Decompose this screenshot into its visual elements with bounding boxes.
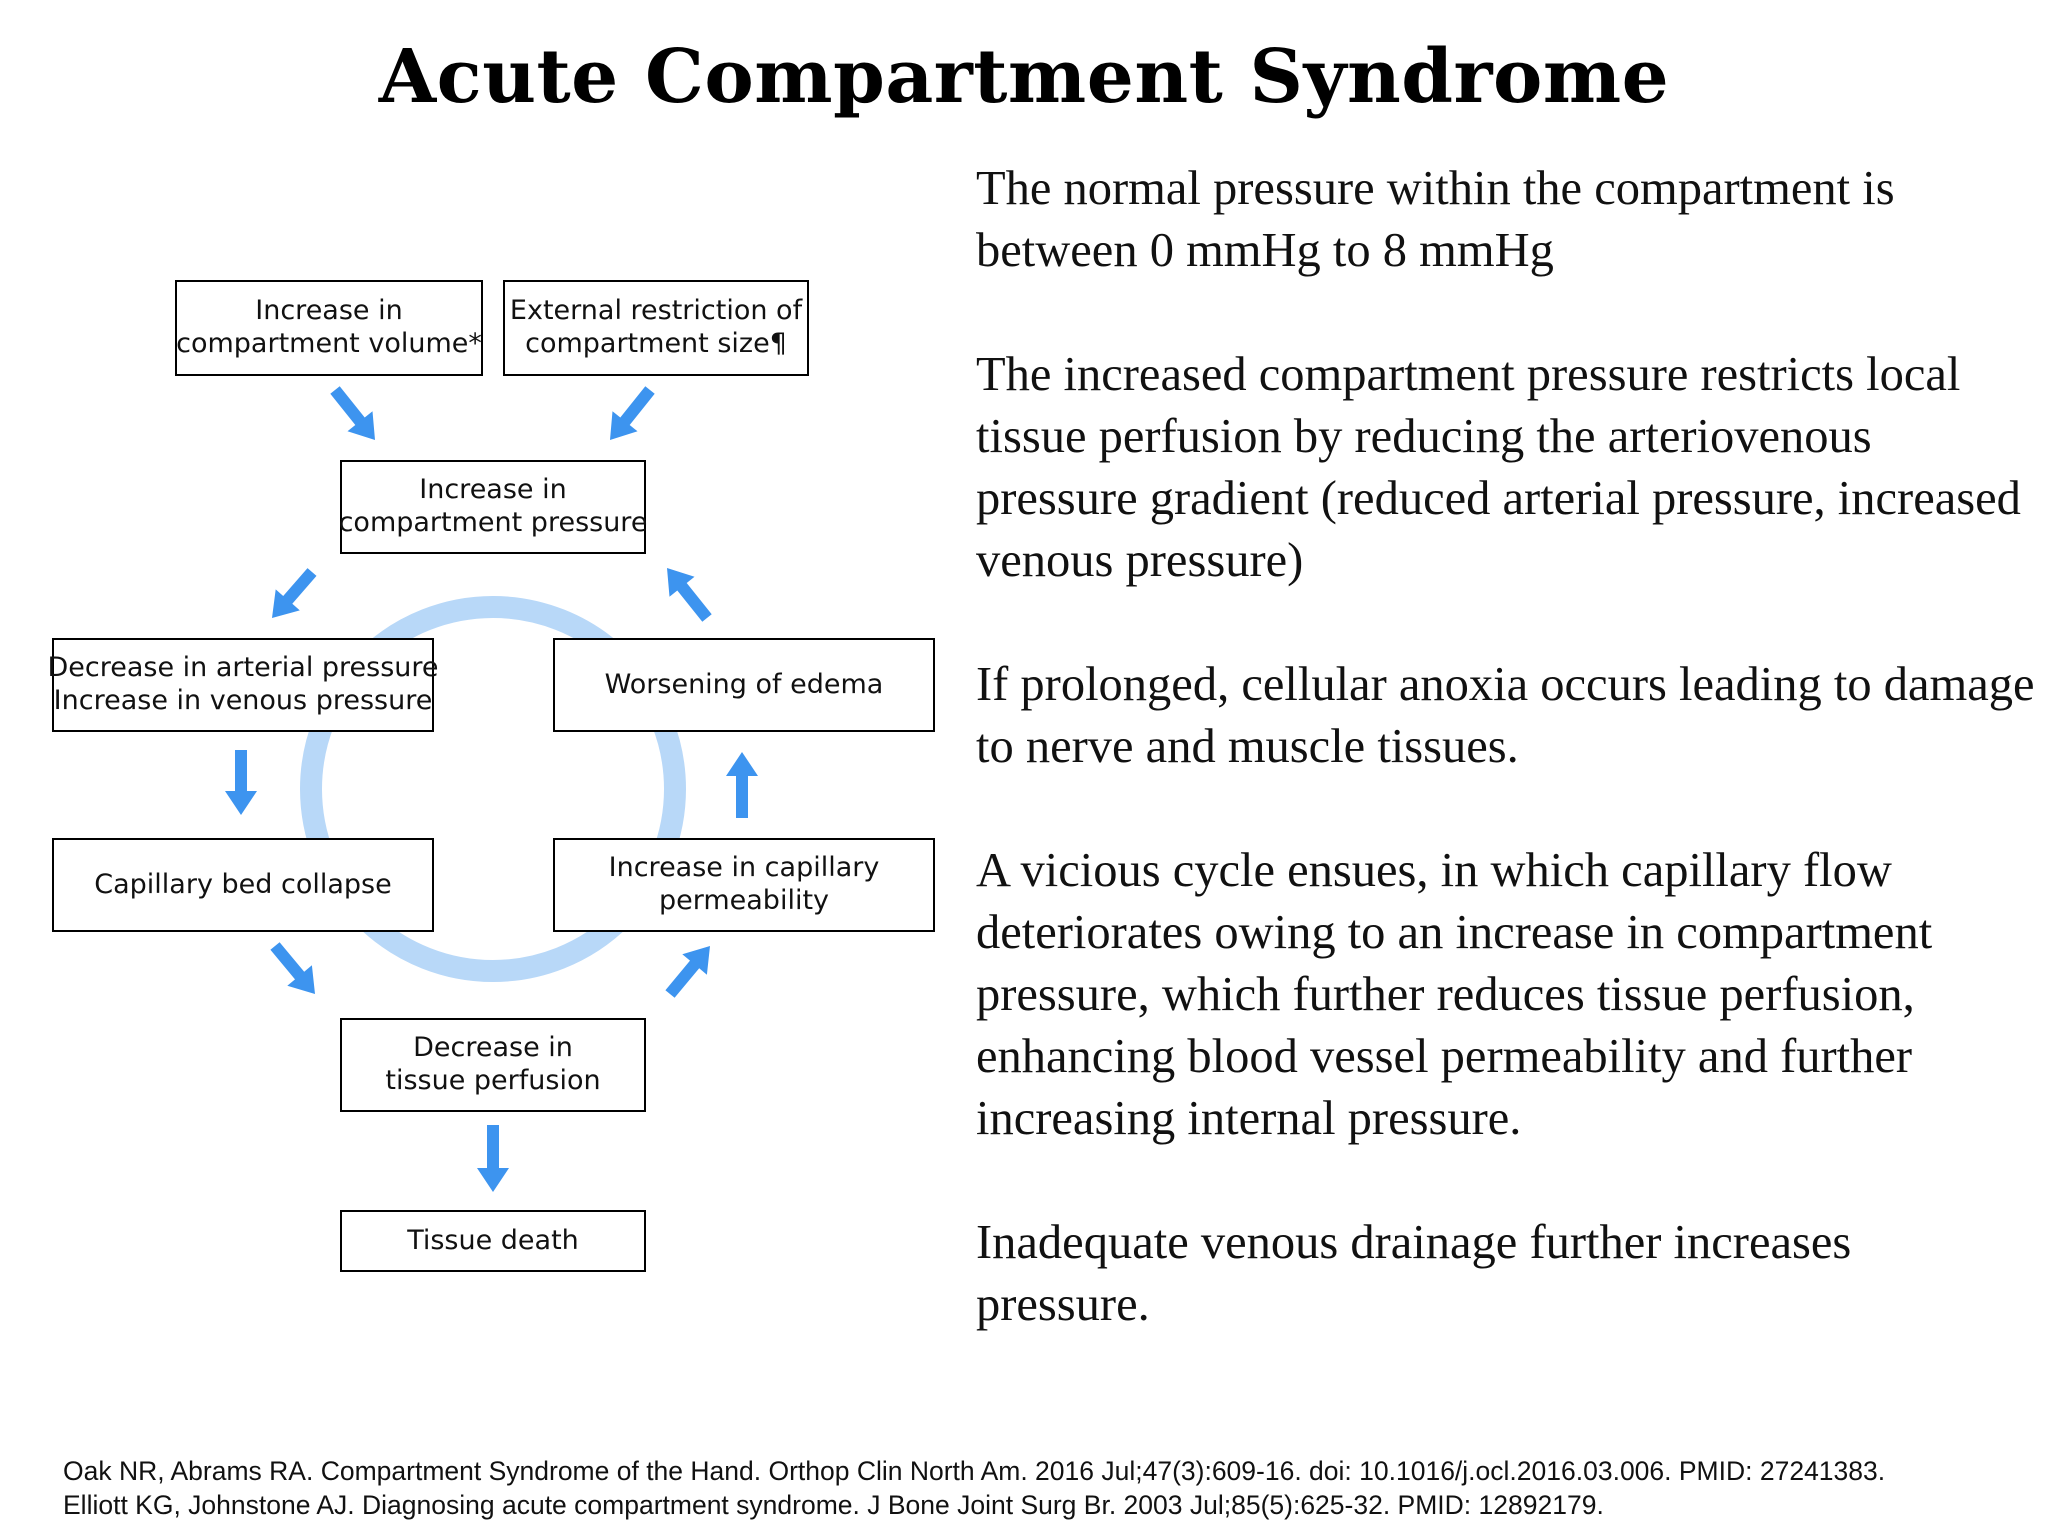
paragraph: If prolonged, cellular anoxia occurs lea… bbox=[976, 658, 2035, 773]
arrow-perfusion-to-permeability bbox=[665, 946, 710, 998]
box-line: compartment volume* bbox=[176, 328, 482, 359]
arrow-volume-to-pressure bbox=[330, 386, 375, 440]
box-line: Capillary bed collapse bbox=[94, 868, 392, 900]
box-worsening-edema: Worsening of edema bbox=[553, 638, 935, 732]
reference-line: Oak NR, Abrams RA. Compartment Syndrome … bbox=[63, 1456, 1886, 1486]
box-increase-compartment-volume: Increase in compartment volume* bbox=[175, 280, 483, 376]
arrow-perfusion-to-death bbox=[477, 1125, 509, 1192]
arrow-arterial-to-collapse bbox=[225, 750, 257, 815]
box-line: Tissue death bbox=[407, 1224, 579, 1256]
arrow-edema-to-pressure bbox=[667, 568, 712, 622]
box-line: compartment pressure bbox=[338, 507, 648, 538]
cycle-diagram bbox=[225, 386, 758, 1192]
box-line: External restriction of bbox=[509, 295, 803, 327]
box-line: compartment size¶ bbox=[525, 328, 787, 359]
slide-title: Acute Compartment Syndrome bbox=[378, 34, 1670, 120]
paragraph: Inadequate venous drainage further incre… bbox=[976, 1216, 1852, 1331]
arrow-pressure-to-arterial bbox=[272, 568, 317, 618]
arrow-permeability-to-edema bbox=[726, 752, 758, 818]
box-arterial-venous-pressure: Decrease in arterial pressure Increase i… bbox=[47, 638, 439, 732]
paragraph: A vicious cycle ensues, in which capilla… bbox=[976, 844, 1933, 1145]
arrows-group bbox=[225, 386, 758, 1192]
references: Oak NR, Abrams RA. Compartment Syndrome … bbox=[63, 1454, 2043, 1522]
box-tissue-death: Tissue death bbox=[340, 1210, 646, 1272]
explanation-text: The normal pressure within the compartme… bbox=[976, 158, 2036, 1398]
box-line: Increase in bbox=[255, 295, 403, 327]
box-capillary-permeability: Increase in capillary permeability bbox=[553, 838, 935, 932]
box-external-restriction: External restriction of compartment size… bbox=[503, 280, 809, 376]
box-line: tissue perfusion bbox=[385, 1065, 601, 1096]
arrow-restriction-to-pressure bbox=[610, 386, 655, 440]
cycle-ring bbox=[300, 596, 686, 982]
paragraph: The normal pressure within the compartme… bbox=[976, 162, 1895, 277]
reference-line: Elliott KG, Johnstone AJ. Diagnosing acu… bbox=[63, 1490, 1604, 1520]
box-line: Decrease in arterial pressure bbox=[47, 652, 439, 684]
box-line: permeability bbox=[658, 885, 830, 916]
box-decrease-tissue-perfusion: Decrease in tissue perfusion bbox=[340, 1018, 646, 1112]
box-line: Increase in venous pressure bbox=[53, 685, 433, 716]
box-line: Decrease in bbox=[413, 1032, 573, 1064]
box-capillary-bed-collapse: Capillary bed collapse bbox=[52, 838, 434, 932]
paragraph: The increased compartment pressure restr… bbox=[976, 348, 2021, 587]
box-line: Worsening of edema bbox=[604, 668, 884, 700]
box-increase-compartment-pressure: Increase in compartment pressure bbox=[338, 460, 648, 554]
box-line: Increase in capillary bbox=[608, 852, 880, 884]
arrow-collapse-to-perfusion bbox=[270, 942, 315, 994]
box-line: Increase in bbox=[419, 474, 567, 506]
